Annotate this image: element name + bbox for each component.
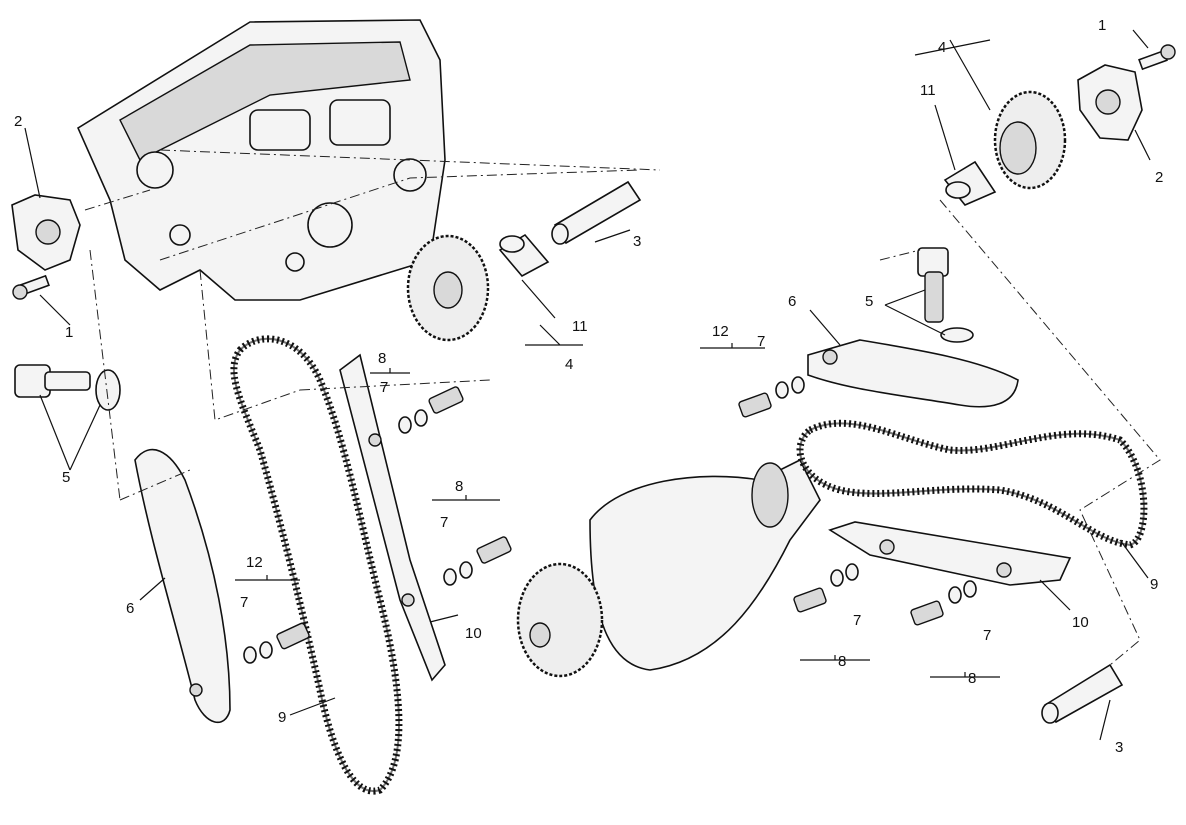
callout-2-right: 2 bbox=[1155, 169, 1163, 186]
chain-tensioner-left bbox=[14, 364, 121, 411]
pin-washers-8-upper bbox=[398, 386, 464, 434]
pin-washers-8-right-b bbox=[910, 580, 977, 626]
callout-5-left: 5 bbox=[62, 469, 70, 486]
callout-10-right: 10 bbox=[1072, 614, 1089, 631]
pin-washers-12-right bbox=[738, 376, 805, 418]
pin-upper bbox=[551, 180, 642, 245]
cover-plate-left bbox=[11, 194, 81, 271]
pin-washers-8-lower bbox=[443, 536, 512, 586]
callout-11-right: 11 bbox=[920, 82, 936, 99]
callout-7-c: 7 bbox=[440, 514, 448, 531]
callout-5-right: 5 bbox=[865, 293, 873, 310]
callout-7-d: 7 bbox=[757, 333, 765, 350]
bolt-right bbox=[1138, 44, 1176, 71]
pin-washers-12-left bbox=[243, 622, 310, 664]
callout-4-mid: 4 bbox=[565, 356, 573, 373]
callout-2-left: 2 bbox=[14, 113, 22, 130]
chain-slipper-left bbox=[134, 448, 231, 724]
leader-lines bbox=[24, 29, 1151, 741]
timing-chain-right bbox=[796, 419, 1148, 549]
pin-washers-8-right-a bbox=[793, 563, 859, 613]
callout-7-f: 7 bbox=[983, 627, 991, 644]
callout-8-c: 8 bbox=[838, 653, 846, 670]
callout-labels: 1 2 5 6 12 7 9 8 7 8 7 10 3 11 4 12 7 6 … bbox=[14, 17, 1163, 756]
callout-4-right: 4 bbox=[938, 39, 946, 56]
callout-8-b: 8 bbox=[455, 478, 463, 495]
bushing-right bbox=[943, 160, 997, 206]
callout-9-left: 9 bbox=[278, 709, 286, 726]
bolt-left bbox=[12, 274, 50, 300]
callout-7-a: 7 bbox=[240, 594, 248, 611]
assembly-lines bbox=[84, 149, 1161, 666]
crankshaft bbox=[516, 458, 821, 678]
cylinder-head bbox=[76, 19, 446, 301]
callout-1-right: 1 bbox=[1098, 17, 1106, 34]
callout-12-left: 12 bbox=[246, 554, 263, 571]
group-brackets bbox=[235, 343, 1000, 678]
chain-guide-fixed-left bbox=[339, 353, 446, 682]
camshaft-gear-middle bbox=[406, 234, 490, 342]
callout-3-bottom: 3 bbox=[1115, 739, 1123, 756]
cover-plate-right bbox=[1077, 64, 1143, 141]
callout-10-mid: 10 bbox=[465, 625, 482, 642]
callout-6-right: 6 bbox=[788, 293, 796, 310]
timing-chain-left bbox=[230, 335, 403, 795]
callout-7-b: 7 bbox=[380, 379, 388, 396]
chain-slipper-right bbox=[807, 339, 1019, 408]
callout-11-mid: 11 bbox=[572, 318, 588, 335]
callout-8-d: 8 bbox=[968, 670, 976, 687]
camshaft-gear-right bbox=[993, 90, 1067, 190]
callout-6-left: 6 bbox=[126, 600, 134, 617]
bushing-middle bbox=[498, 233, 550, 278]
pin-lower bbox=[1041, 663, 1124, 724]
callout-3-top: 3 bbox=[633, 233, 641, 250]
callout-9-right: 9 bbox=[1150, 576, 1158, 593]
chain-guide-fixed-right bbox=[828, 521, 1072, 586]
callout-8-a: 8 bbox=[378, 350, 386, 367]
chain-tensioner-right bbox=[917, 247, 974, 343]
callout-1-left: 1 bbox=[65, 324, 73, 341]
callout-12-right: 12 bbox=[712, 323, 729, 340]
callout-7-e: 7 bbox=[853, 612, 861, 629]
